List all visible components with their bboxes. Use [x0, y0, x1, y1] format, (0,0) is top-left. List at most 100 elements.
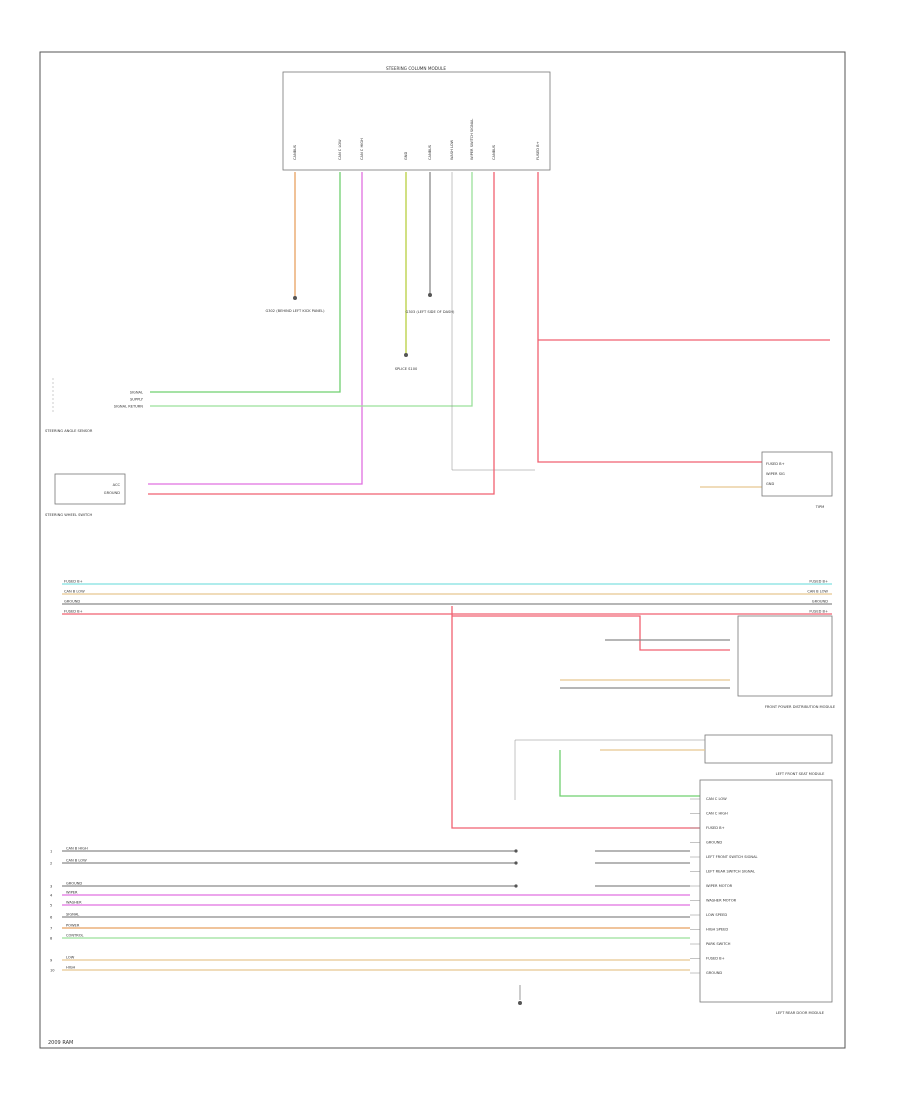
top-pin-label: CANBUS [492, 144, 496, 160]
ground-left-terminal [293, 296, 297, 300]
bottom-wire-terminal [514, 884, 518, 888]
left-sensor-pin-label: SUPPLY [130, 398, 144, 402]
bus-label-left: FUSED B+ [64, 580, 83, 584]
right-pin-label: HIGH SPEED [706, 928, 728, 932]
left-switch-pin-label: GROUND [104, 491, 120, 495]
bottom-row-label: WIPER [66, 891, 78, 895]
bottom-row-label: SIGNAL [66, 913, 79, 917]
bottom-row-number: 7 [50, 927, 52, 931]
left-sensor-pin-label: SIGNAL [130, 391, 143, 395]
tipm-pin-label: GND [766, 482, 774, 486]
bus-label-right: FUSED B+ [809, 610, 828, 614]
tipm-pins: FUSED B+ WIPER SIG GND [766, 462, 785, 486]
left-switch-box [54, 473, 126, 505]
right-module-2-box [704, 734, 833, 764]
wire-red-right [537, 172, 762, 463]
top-pin-label: CANBUS [428, 144, 432, 160]
left-sensor-pin-label: SIGNAL RETURN [114, 405, 144, 409]
bottom-row-label: CONTROL [66, 934, 84, 938]
bottom-row-number: 1 [50, 850, 52, 854]
left-switch-pin-label: ACC [113, 483, 121, 487]
right-module-1-title: FRONT POWER DISTRIBUTION MODULE [765, 705, 836, 709]
top-module-title: STEERING COLUMN MODULE [386, 66, 446, 71]
splice-terminal [404, 353, 408, 357]
top-module-pins: CANBUS CAN C LOW CAN C HIGH GND CANBUS WASH L… [293, 119, 540, 160]
right-pin-label: FUSED B+ [706, 957, 725, 961]
bottom-row-label: CAN B HIGH [66, 847, 88, 851]
left-switch-title: STEERING WHEEL SWITCH [45, 513, 93, 517]
bus-label-left: FUSED B+ [64, 610, 83, 614]
tipm-pin-label: FUSED B+ [766, 462, 785, 466]
top-pin-label: CAN C HIGH [360, 138, 364, 160]
top-pin-label: CANBUS [293, 144, 297, 160]
bottom-row-number: 3 [50, 885, 52, 889]
page-footer: 2009 RAM [48, 1040, 73, 1046]
right-module-3-title: LEFT REAR DOOR MODULE [776, 1011, 825, 1015]
top-pin-label: CAN C LOW [338, 139, 342, 160]
bottom-row-number: 10 [50, 969, 55, 973]
top-pin-label: FUSED B+ [536, 141, 540, 160]
wire-thin-m2 [514, 739, 705, 800]
right-pin-label: GROUND [706, 971, 722, 975]
right-pin-label: PARK SWITCH [706, 942, 731, 946]
ground-mid-terminal [428, 293, 432, 297]
right-pin-label: WASHER MOTOR [706, 899, 737, 903]
bottom-row-label: CAN B LOW [66, 859, 87, 863]
bus-label-left: GROUND [64, 600, 80, 604]
wire-thin-green [150, 172, 473, 407]
right-pin-label: GROUND [706, 841, 722, 845]
bottom-wire-terminal [514, 849, 518, 853]
right-module-3-box [699, 779, 833, 1003]
top-pin-label: WASH LOW [450, 139, 454, 160]
bottom-row-label: GROUND [66, 882, 82, 886]
left-sensor-pins: SIGNAL SUPPLY SIGNAL RETURN [114, 391, 144, 409]
right-module-1-box [737, 615, 833, 697]
diagram-frame [39, 51, 846, 1049]
bottom-wire-terminal [514, 861, 518, 865]
bottom-row-number: 2 [50, 862, 52, 866]
wire-red-vertical [451, 606, 700, 829]
wire-thin-gray [451, 172, 535, 471]
right-pin-label: WIPER MOTOR [706, 884, 733, 888]
tipm-title: TIPM [815, 505, 825, 509]
bottom-splice-terminal [518, 1001, 522, 1005]
ground-mid-label: G303 (LEFT SIDE OF DASH) [406, 310, 456, 314]
bottom-row-label: LOW [66, 956, 75, 960]
bus-label-right: GROUND [812, 600, 828, 604]
tipm-box [761, 451, 833, 497]
left-switch-pins: ACC GROUND [104, 483, 121, 495]
bottom-row-number: 4 [50, 894, 53, 898]
wire-violet-top [148, 172, 363, 485]
bottom-row-number: 8 [50, 937, 53, 941]
bottom-row-label: POWER [66, 924, 80, 928]
right-module-3-pins: CAN C LOW CAN C HIGH FUSED B+ GROUND LEFT FR… [690, 797, 758, 975]
bottom-row-number: 5 [50, 904, 52, 908]
top-pin-label: WIPER SWITCH SIGNAL [470, 119, 474, 160]
splice-label: SPLICE S100 [395, 367, 418, 371]
bottom-row-label: WASHER [66, 901, 82, 905]
wire-red-fpdm [452, 615, 730, 651]
top-module-box [282, 71, 551, 171]
bus-label-right: CAN B LOW [807, 590, 828, 594]
ground-left-label: G302 (BEHIND LEFT KICK PANEL) [265, 309, 325, 313]
bus-rows: FUSED B+ FUSED B+ CAN B LOW CAN B LOW GROUND… [62, 580, 832, 615]
wire-green-m2 [559, 750, 700, 797]
bottom-row-number: 6 [50, 916, 53, 920]
bottom-row-label: HIGH [66, 966, 76, 970]
left-sensor-title: STEERING ANGLE SENSOR [45, 429, 93, 433]
wire-green-top [150, 172, 341, 393]
right-pin-label: LOW SPEED [706, 913, 727, 917]
right-pin-label: CAN C LOW [706, 797, 727, 801]
right-pin-label: LEFT FRONT SWITCH SIGNAL [706, 855, 758, 859]
wire-red-left [148, 172, 495, 495]
bus-label-right: FUSED B+ [809, 580, 828, 584]
right-pin-label: LEFT REAR SWITCH SIGNAL [706, 870, 755, 874]
tipm-pin-label: WIPER SIG [766, 472, 785, 476]
bottom-rows: 1 CAN B HIGH 2 CAN B LOW 3 GROUND 4 WIPER 5 WASHE… [50, 847, 690, 973]
right-pin-label: FUSED B+ [706, 826, 725, 830]
right-module-2-title: LEFT FRONT SEAT MODULE [776, 772, 825, 776]
right-pin-label: CAN C HIGH [706, 812, 728, 816]
top-pin-label: GND [404, 152, 408, 160]
bus-label-left: CAN B LOW [64, 590, 85, 594]
